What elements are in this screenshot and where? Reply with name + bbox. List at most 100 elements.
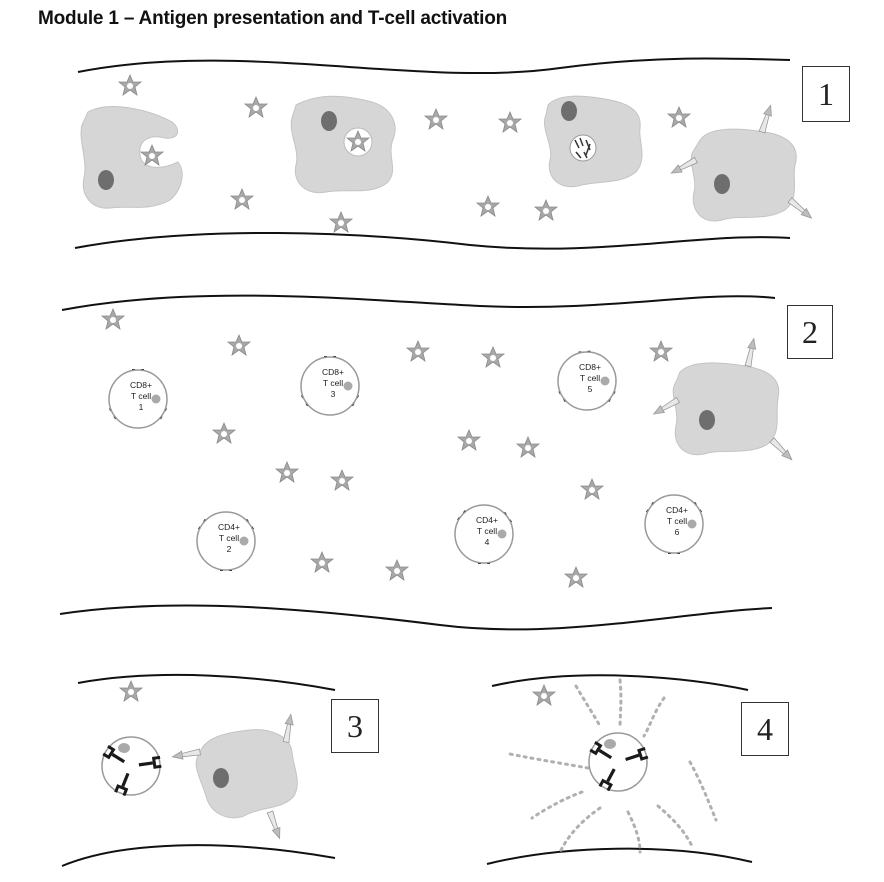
mhc-molecule: [743, 337, 759, 368]
antigen-star: [534, 199, 558, 221]
nucleus: [604, 739, 616, 749]
panel-1: [74, 57, 815, 250]
panel-3: [61, 673, 336, 867]
t-cell-body: [300, 356, 360, 416]
nucleus: [561, 101, 577, 121]
t-cell-body: [557, 351, 617, 411]
nucleus: [213, 768, 229, 788]
antigen-presenting-cell: [290, 95, 396, 194]
t-cell-label-sub: T cell: [580, 373, 600, 383]
antigen-star: [385, 559, 409, 581]
t-cell: [101, 736, 161, 796]
nucleus: [343, 381, 353, 391]
endosome: [569, 134, 597, 162]
diagram-title: Module 1 – Antigen presentation and T-ce…: [38, 8, 508, 29]
t-cell-label-num: 3: [331, 389, 336, 399]
t-cell-label-sub: T cell: [667, 516, 687, 526]
antigen-star: [667, 106, 691, 128]
mhc-molecule: [787, 196, 815, 222]
antigen-star: [330, 469, 354, 491]
vessel-wall-top: [61, 294, 776, 311]
antigen-star: [532, 684, 556, 706]
antigen-star: [649, 340, 673, 362]
nucleus: [118, 743, 130, 753]
vessel-wall-bottom: [486, 847, 753, 865]
vessel-wall-top: [491, 674, 749, 691]
antigen-star: [329, 211, 353, 233]
mhc-molecule: [768, 436, 796, 464]
t-cell-label-sub: T cell: [131, 391, 151, 401]
t-cell-label-num: 4: [485, 537, 490, 547]
vessel-wall-top: [77, 57, 791, 75]
antigen-star: [476, 195, 500, 217]
antigen-star: [101, 308, 125, 330]
mhc-molecule: [281, 713, 296, 744]
nucleus: [98, 170, 114, 190]
nucleus: [497, 529, 507, 539]
t-cell-label-type: CD8+: [322, 367, 344, 377]
antigen-star: [230, 188, 254, 210]
nucleus: [321, 111, 337, 131]
antigen-presenting-cell: [80, 106, 183, 209]
mhc-molecule: [757, 103, 775, 134]
antigen-star: [310, 551, 334, 573]
antigen-presenting-cell: [672, 362, 780, 456]
panel-number-1: 1: [802, 66, 850, 122]
antigen-star: [140, 144, 164, 166]
t-cell-label-type: CD4+: [476, 515, 498, 525]
antigen-star: [212, 422, 236, 444]
antigen-presenting-cell: [195, 729, 298, 819]
vessel-wall-bottom: [74, 231, 791, 250]
antigen-star: [564, 566, 588, 588]
t-cell-label-num: 6: [675, 527, 680, 537]
antigen-star: [457, 429, 481, 451]
t-cell-label-type: CD4+: [218, 522, 240, 532]
nucleus: [714, 174, 730, 194]
t-cell-body: [196, 511, 256, 571]
antigen-presenting-cell: [690, 128, 797, 222]
t-cell: [588, 732, 648, 792]
antigen-star: [424, 108, 448, 130]
panel-number-4: 4: [741, 702, 789, 756]
t-cell-body: [644, 494, 704, 554]
t-cell-label-num: 2: [227, 544, 232, 554]
t-cell-label-num: 5: [588, 384, 593, 394]
nucleus: [239, 536, 249, 546]
nucleus: [151, 394, 161, 404]
t-cell-label-num: 1: [139, 402, 144, 412]
t-cell-label-type: CD8+: [130, 380, 152, 390]
nucleus: [600, 376, 610, 386]
antigen-star: [244, 96, 268, 118]
antigen-star: [580, 478, 604, 500]
panel-number-2: 2: [787, 305, 833, 359]
panel-number-3: 3: [331, 699, 379, 753]
panel-4: [486, 674, 753, 865]
antigen-star: [516, 436, 540, 458]
antigen-star: [119, 680, 143, 702]
t-cell-label-sub: T cell: [323, 378, 343, 388]
t-cell-label-type: CD8+: [579, 362, 601, 372]
antigen-star: [406, 340, 430, 362]
antigen-star: [227, 334, 251, 356]
antigen-star: [118, 74, 142, 96]
t-cell-label-type: CD4+: [666, 505, 688, 515]
nucleus: [687, 519, 697, 529]
antigen-star: [498, 111, 522, 133]
antigen-fragments: [574, 137, 591, 159]
t-cell-body: [454, 504, 514, 564]
nucleus: [699, 410, 715, 430]
t-cell-body: [108, 369, 168, 429]
t-cell-label-sub: T cell: [477, 526, 497, 536]
vessel-wall-top: [77, 673, 336, 691]
cytokine-release: [508, 678, 718, 854]
mhc-molecule: [265, 810, 284, 841]
t-cell-label-sub: T cell: [219, 533, 239, 543]
